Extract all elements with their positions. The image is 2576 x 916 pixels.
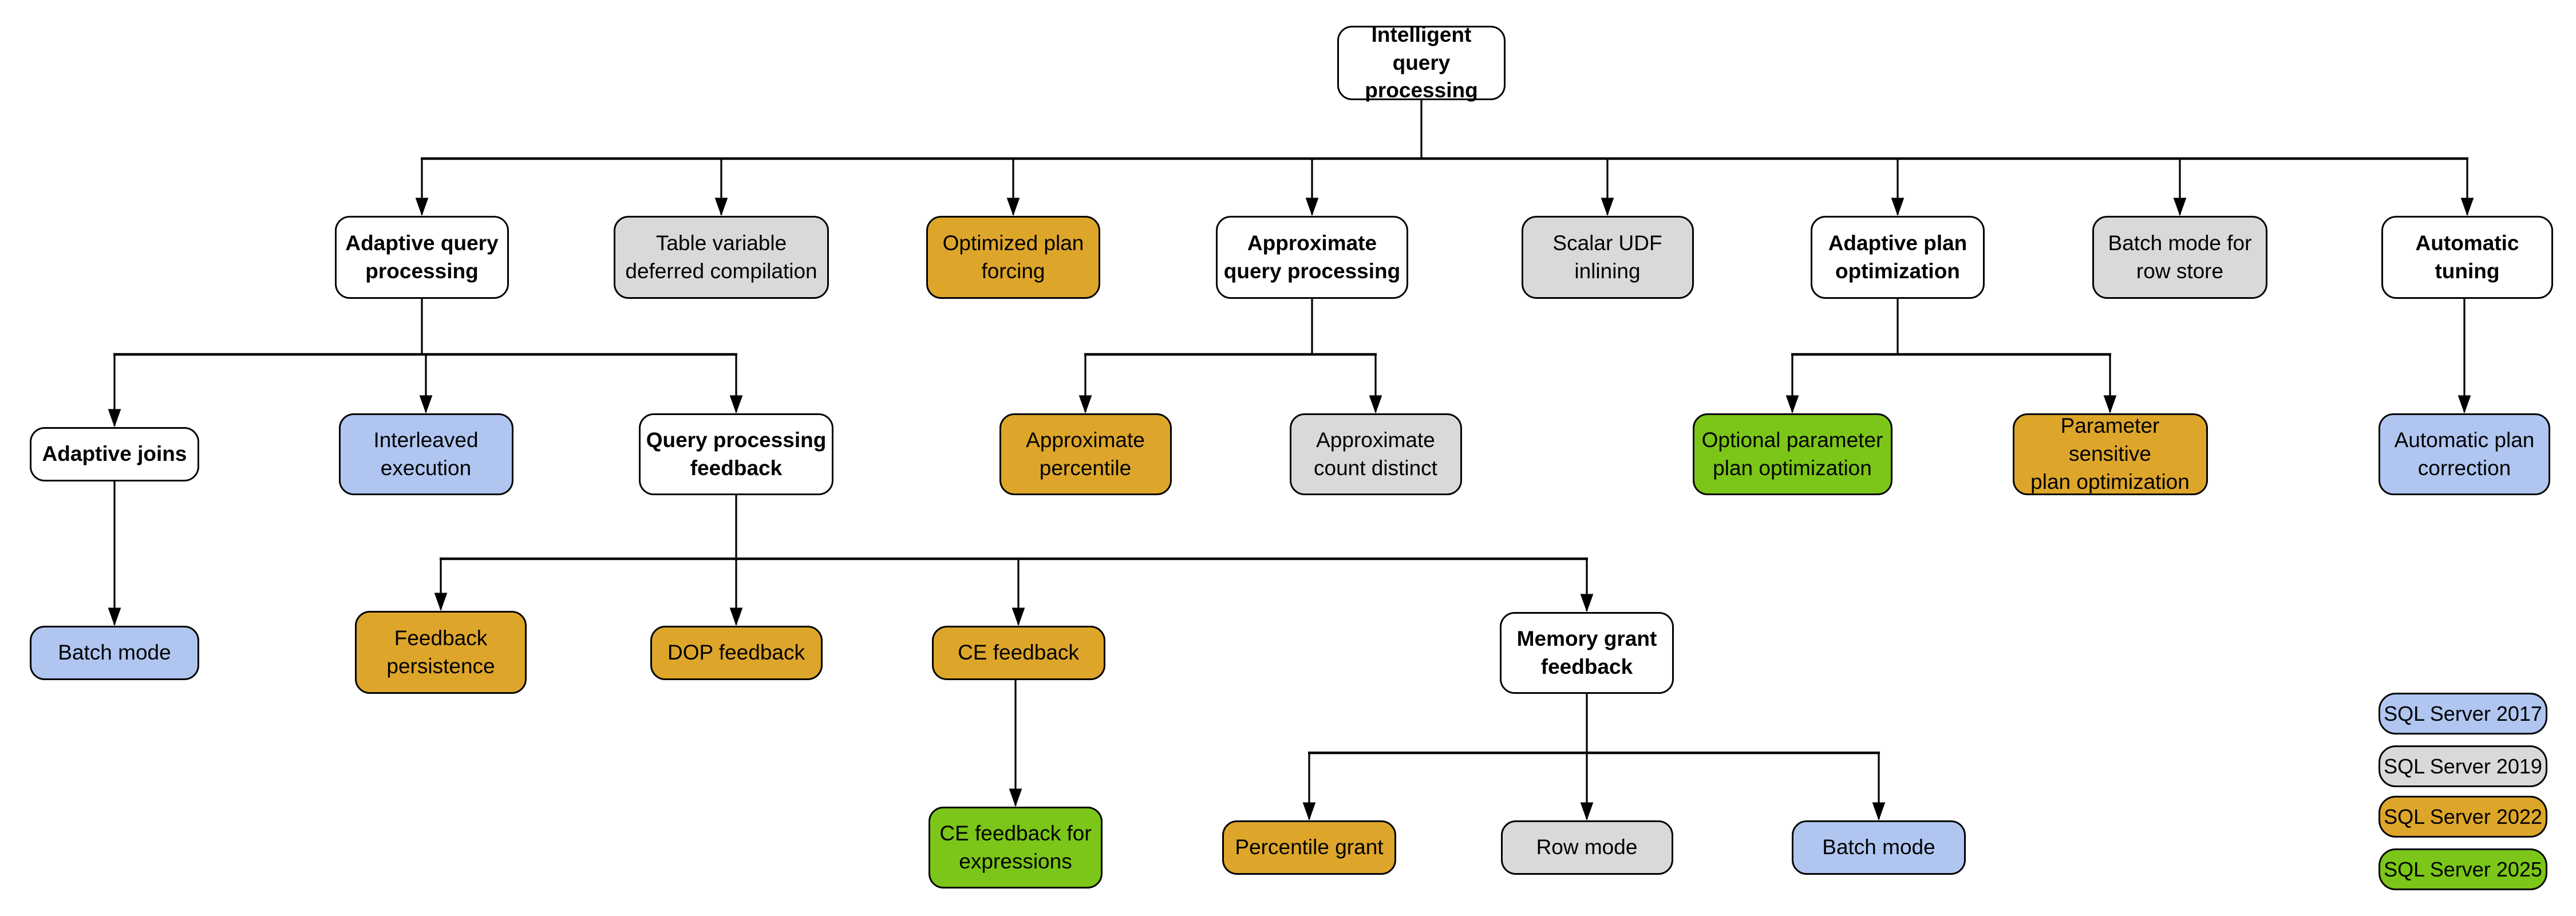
node-mgf: Memory grant feedback xyxy=(1500,612,1674,694)
legend-item-v2025: SQL Server 2025 xyxy=(2379,848,2547,890)
node-apo: Adaptive plan optimization xyxy=(1811,216,1985,299)
node-oppo: Optional parameter plan optimization xyxy=(1692,413,1893,495)
node-fp: Feedback persistence xyxy=(355,611,527,694)
node-bm2: Batch mode xyxy=(1792,820,1966,875)
legend-item-v2017: SQL Server 2017 xyxy=(2379,693,2547,735)
node-ie: Interleaved execution xyxy=(338,413,513,495)
node-pspo: Parameter sensitive plan optimization xyxy=(2012,413,2208,495)
node-at: Automatic tuning xyxy=(2381,216,2553,299)
node-qpf: Query processing feedback xyxy=(639,413,833,495)
node-aqp: Adaptive query processing xyxy=(335,216,509,299)
node-aj: Adaptive joins xyxy=(30,427,199,481)
node-pg: Percentile grant xyxy=(1222,820,1396,875)
legend-item-v2022: SQL Server 2022 xyxy=(2379,796,2547,838)
node-axqp: Approximate query processing xyxy=(1216,216,1408,299)
node-rm: Row mode xyxy=(1500,820,1673,875)
node-opf: Optimized plan forcing xyxy=(926,216,1100,299)
legend-item-v2019: SQL Server 2019 xyxy=(2379,745,2547,787)
node-bmrs: Batch mode for row store xyxy=(2092,216,2267,299)
node-acd: Approximate count distinct xyxy=(1289,413,1462,495)
node-ce: CE feedback xyxy=(931,626,1105,680)
node-apc: Automatic plan correction xyxy=(2379,413,2550,495)
node-sudf: Scalar UDF inlining xyxy=(1521,216,1694,299)
node-cefx: CE feedback for expressions xyxy=(929,807,1103,889)
edge-group xyxy=(108,100,2474,821)
node-root: Intelligent query processing xyxy=(1337,23,1506,102)
node-axp: Approximate percentile xyxy=(999,413,1172,495)
node-tvdc: Table variable deferred compilation xyxy=(614,216,829,299)
node-dop: DOP feedback xyxy=(650,626,823,680)
node-bm1: Batch mode xyxy=(30,626,199,680)
